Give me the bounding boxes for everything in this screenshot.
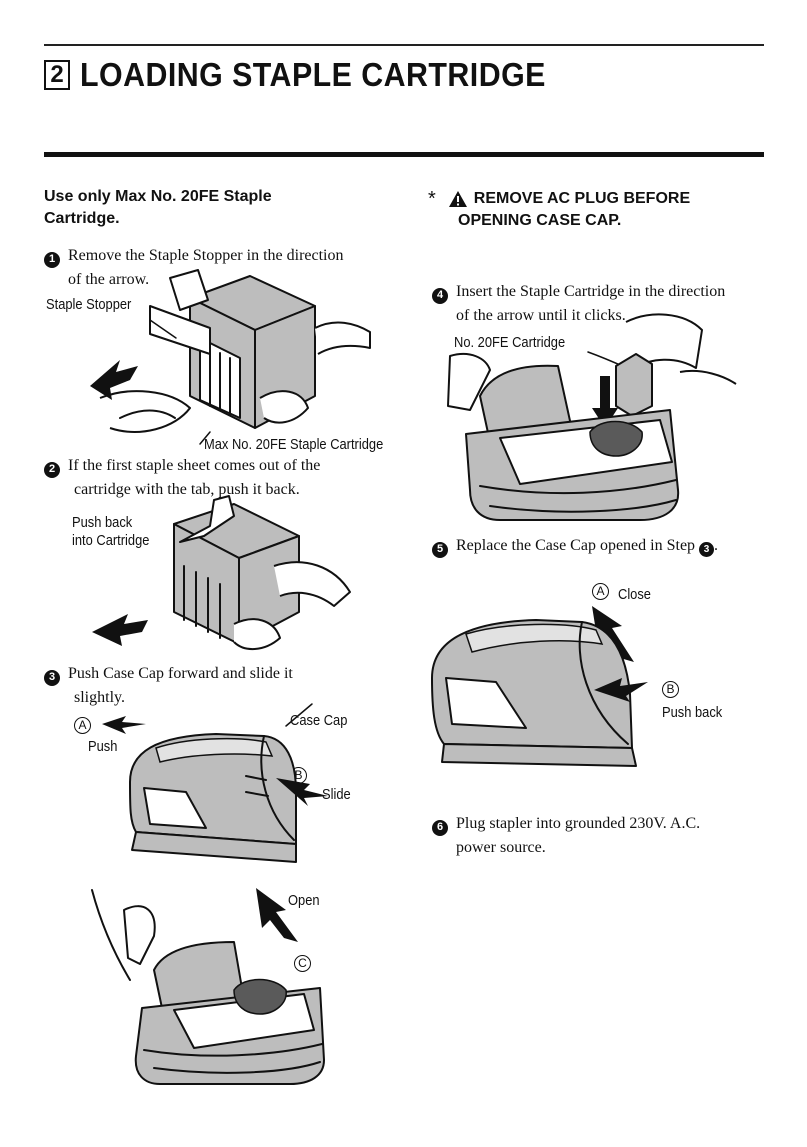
cartridge-notice: Use only Max No. 20FE Staple Cartridge. (44, 188, 272, 227)
label-push-back: Push back (662, 704, 723, 721)
label-staple-cartridge: Max No. 20FE Staple Cartridge (204, 436, 384, 453)
section-header: 2 LOADING STAPLE CARTRIDGE (44, 56, 586, 94)
step-6-bullet: 6 (432, 819, 448, 836)
step-4-bullet: 4 (432, 287, 448, 304)
label-open: Open (288, 892, 320, 909)
top-rule (44, 44, 764, 46)
label-case-cap: Case Cap (290, 712, 348, 729)
staple-stopper-illustration (90, 269, 371, 445)
warning-icon (448, 191, 467, 207)
section-number: 2 (44, 60, 70, 90)
label-push: Push (88, 738, 118, 755)
stapler-closed-illustration (102, 703, 328, 863)
step-5-bullet: 5 (432, 541, 448, 558)
step-1-bullet: 1 (44, 251, 60, 268)
ac-plug-warning: * REMOVE AC PLUG BEFORE OPENING CASE CAP… (428, 188, 691, 229)
marker-b-push-back: B (662, 680, 679, 698)
label-no-20fe-cartridge: No. 20FE Cartridge (454, 334, 566, 351)
push-back-illustration (92, 495, 351, 650)
label-slide: Slide (322, 786, 351, 803)
label-staple-stopper: Staple Stopper (46, 296, 132, 313)
replace-cap-illustration (431, 606, 648, 767)
header-rule (44, 152, 764, 157)
insert-cartridge-illustration (447, 313, 737, 521)
label-push-back-into-cartridge: Push back into Cartridge (72, 514, 150, 549)
step-5-ref-bullet: 3 (699, 542, 715, 557)
step-2-bullet: 2 (44, 461, 60, 478)
marker-c-open: C (294, 954, 311, 972)
marker-a-push: A (74, 716, 91, 734)
label-close: Close (618, 586, 651, 603)
step-3-bullet: 3 (44, 669, 60, 686)
marker-a-close: A (592, 582, 609, 600)
page-title: LOADING STAPLE CARTRIDGE (80, 56, 546, 93)
stapler-open-illustration (91, 888, 325, 1085)
warning-star: * (428, 188, 436, 210)
